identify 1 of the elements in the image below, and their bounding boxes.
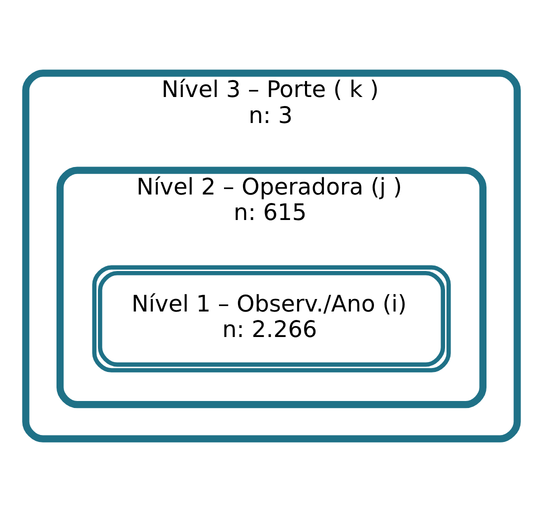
node-box: Nível 1 – Observ./Ano (i) n: 2.266 bbox=[92, 264, 451, 372]
